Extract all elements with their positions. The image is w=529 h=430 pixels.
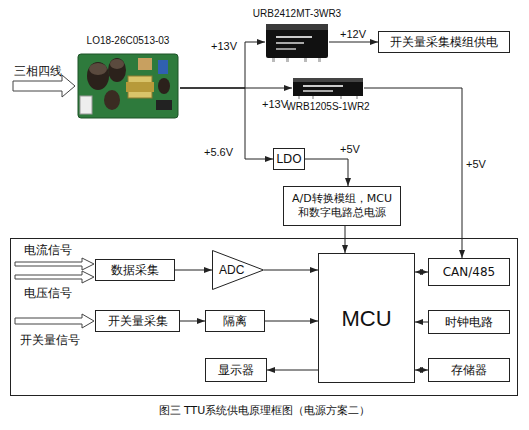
signal-label: 电压信号: [24, 286, 72, 300]
pcb: [78, 54, 178, 118]
module-print: [303, 90, 333, 92]
process-box: 数据采集: [95, 259, 175, 281]
interface-box: CAN/485: [428, 258, 510, 286]
ldo-box: LDO: [273, 148, 305, 170]
signal-label: 电流信号: [24, 243, 72, 257]
process-box: 时钟电路: [428, 310, 510, 334]
connector-line: [267, 370, 318, 371]
hollow-arrow: [15, 314, 94, 328]
capacitor: [87, 62, 109, 90]
capacitor-top: [110, 59, 124, 69]
capacitor: [108, 58, 126, 82]
caption: 图三 TTU系统供电原理框图（电源方案二）: [0, 404, 529, 418]
node-label: 时钟电路: [445, 315, 493, 330]
pin: [298, 96, 300, 99]
pin: [356, 96, 358, 99]
component: [138, 58, 152, 70]
process-box: 开关量采集: [95, 310, 180, 332]
dc-dc-module: URB2412MT-3WR3: [265, 23, 329, 61]
hollow-arrow: [15, 271, 94, 283]
module-illustration: [293, 78, 363, 99]
signal-label: 开关量信号: [20, 333, 80, 347]
voltage-label: +5V: [340, 143, 360, 156]
power-board-illustration: [78, 54, 178, 118]
pin: [304, 58, 307, 62]
node-label: 开关量采集: [108, 314, 168, 329]
module-print: [303, 85, 343, 87]
capacitor: [158, 78, 170, 94]
node-label: 隔离: [223, 314, 247, 329]
pin: [318, 58, 321, 62]
node-label: ADC: [219, 263, 244, 277]
mcu-box: MCU: [318, 253, 415, 383]
power-box: A/D转换模组，MCU 和数字电路总电源: [283, 186, 401, 226]
capacitor-top: [89, 63, 107, 75]
pin: [312, 96, 314, 99]
module-illustration: [266, 24, 328, 62]
memory-box: 存储器: [428, 358, 510, 382]
node-label: 数据采集: [111, 263, 159, 278]
voltage-label: +13V: [262, 98, 288, 111]
part-number: URB2412MT-3WR3: [253, 8, 341, 20]
adc-triangle: ADC: [212, 250, 264, 290]
process-box: 隔离: [205, 310, 265, 332]
module-print: [276, 36, 312, 38]
component: [158, 60, 168, 74]
connector-line: [175, 270, 212, 271]
power-box: 开关量采集模组供电: [378, 31, 510, 53]
connector-line: [364, 88, 462, 258]
hollow-arrow: [15, 258, 94, 270]
module-print: [276, 42, 304, 44]
transformer-core: [126, 82, 154, 92]
system-frame: [11, 239, 518, 396]
connector-line: [264, 270, 318, 271]
hollow-arrow: [13, 75, 75, 97]
node-label: A/D转换模组，MCU 和数字电路总电源: [288, 192, 396, 220]
connector-line: [180, 321, 205, 322]
node-label: CAN/485: [443, 265, 496, 280]
connector-line: [305, 159, 348, 186]
connector-line: [345, 226, 346, 253]
chip: [156, 100, 172, 110]
node-label: LDO: [276, 152, 301, 167]
dc-dc-module: WRB1205S-1WR2: [292, 77, 364, 99]
signal-label: 三相四线: [14, 64, 62, 78]
node-label: 显示器: [218, 363, 254, 378]
connector-line: [265, 321, 318, 322]
connector-line: [415, 272, 428, 273]
triangle-shape: [213, 251, 264, 290]
part-number: WRB1205S-1WR2: [286, 101, 369, 113]
node-label: 开关量采集模组供电: [390, 35, 498, 50]
voltage-label: +12V: [340, 28, 366, 41]
connector-line: [180, 88, 273, 159]
node-label: 存储器: [451, 363, 487, 378]
voltage-label: +5.6V: [204, 146, 233, 159]
capacitor: [104, 90, 120, 110]
module-print: [276, 48, 296, 50]
voltage-label: +5V: [466, 158, 486, 171]
module-body: [266, 24, 328, 58]
node-label: MCU: [341, 311, 391, 326]
connector-line: [329, 42, 378, 43]
pin: [272, 58, 275, 62]
pin: [340, 96, 342, 99]
terminal: [80, 96, 92, 114]
connector-line: [415, 370, 428, 371]
module-body: [293, 78, 363, 96]
pin: [286, 58, 289, 62]
power-board: LO18-26C0513-03: [76, 50, 180, 122]
module-top: [266, 24, 328, 30]
part-number: LO18-26C0513-03: [87, 35, 170, 47]
connector-line: [415, 322, 428, 323]
display-box: 显示器: [205, 358, 267, 382]
voltage-label: +13V: [211, 40, 237, 53]
module-top: [293, 78, 363, 82]
